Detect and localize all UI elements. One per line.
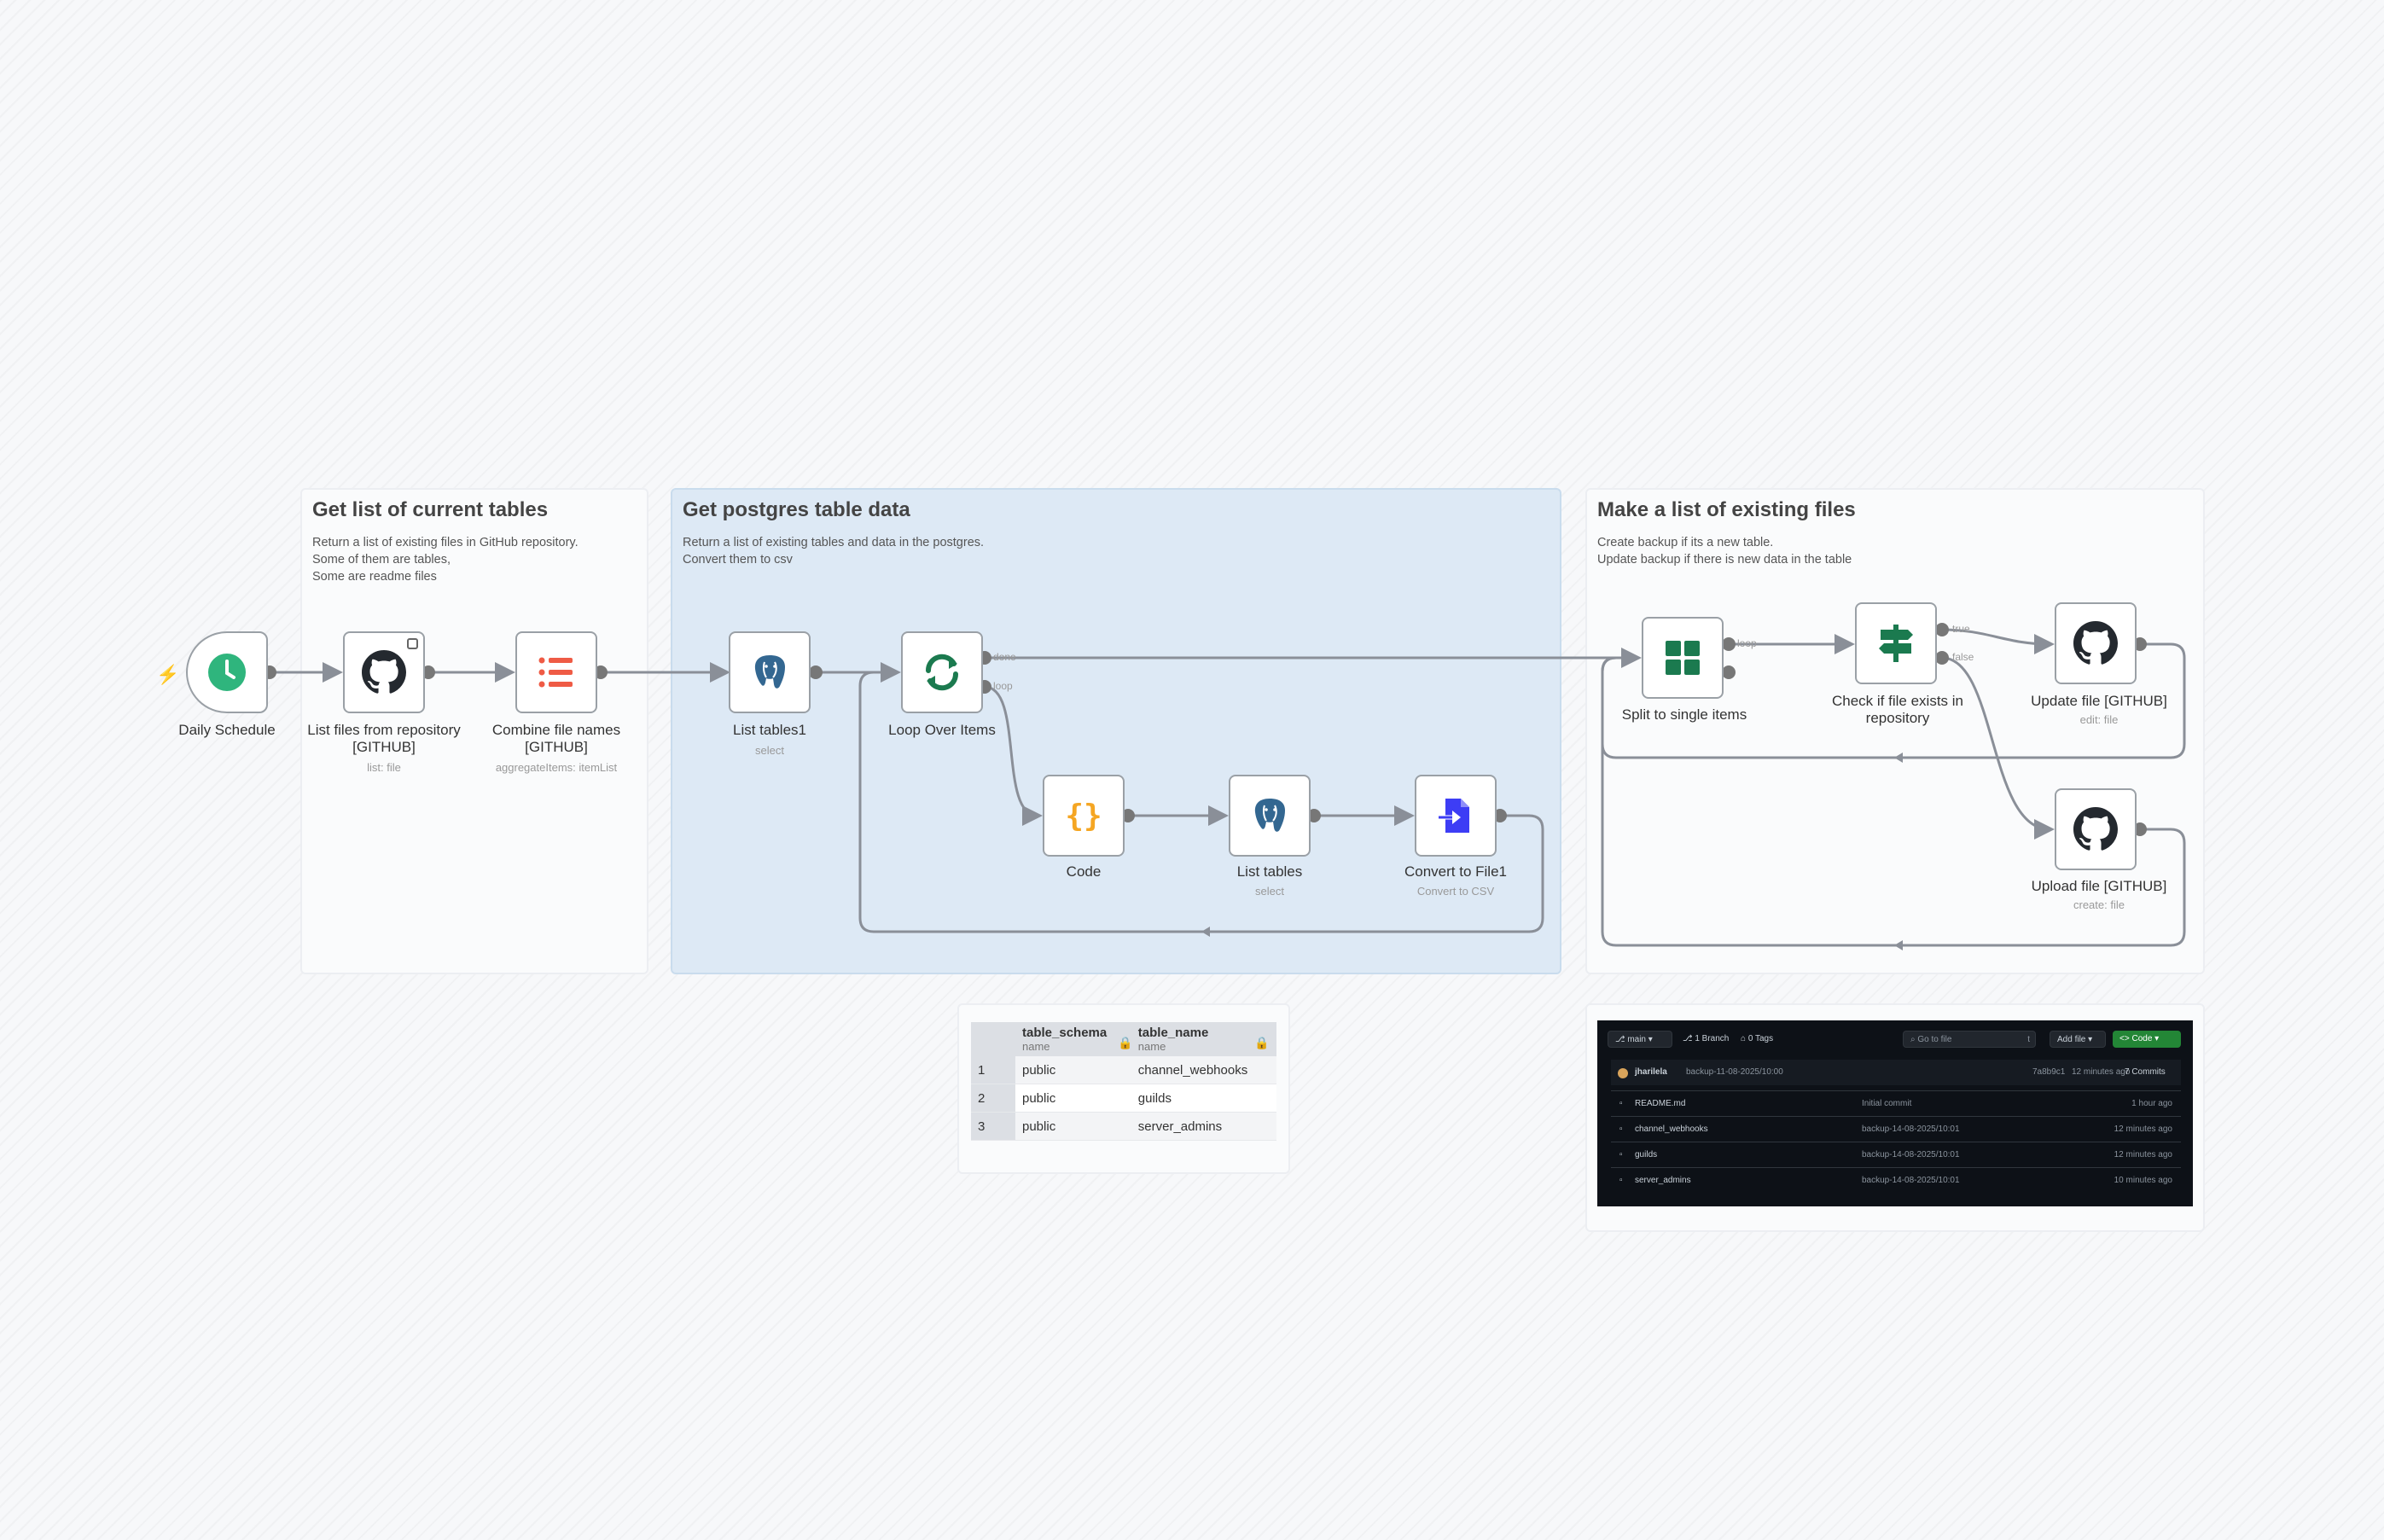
- update-file-node[interactable]: [2055, 602, 2137, 684]
- sticky-text: Return a list of existing files in GitHu…: [312, 536, 579, 584]
- node-label: Combine file names [GITHUB]: [491, 722, 621, 755]
- node-subtitle: create: file: [2073, 898, 2125, 911]
- upload-file-node[interactable]: [2055, 788, 2137, 870]
- loop-icon: [925, 654, 959, 691]
- edge-label-loop-split: loop: [1737, 637, 1757, 649]
- sticky-title: Get list of current tables: [312, 498, 549, 521]
- sticky-title: Make a list of existing files: [1597, 498, 1856, 521]
- combine-file-names-node[interactable]: [515, 631, 597, 713]
- branch-selector: ⎇ main ▾: [1608, 1031, 1672, 1048]
- split-items-node[interactable]: [1642, 617, 1724, 699]
- postgres-icon: [754, 655, 785, 689]
- list-tables-node[interactable]: [1229, 775, 1311, 857]
- node-label: Split to single items: [1621, 706, 1747, 723]
- edge-check-true-update: [1941, 628, 2055, 654]
- clock-icon: [208, 654, 246, 691]
- edge-label-false: false: [1952, 651, 1974, 663]
- github-icon: [2073, 621, 2118, 665]
- node-label: Update file [GITHUB]: [2031, 693, 2167, 709]
- sticky-existing-files[interactable]: Make a list of existing files Create bac…: [1585, 488, 2205, 974]
- lock-icon: 🔒: [1118, 1036, 1133, 1049]
- avatar: [1618, 1068, 1628, 1078]
- node-label: List tables: [1236, 863, 1303, 880]
- node-label: Loop Over Items: [888, 722, 996, 738]
- sticky-text: Return a list of existing tables and dat…: [683, 536, 985, 567]
- edge-loop-code: [984, 685, 1043, 826]
- file-convert-icon: [1439, 799, 1469, 833]
- index-header: [971, 1022, 1015, 1056]
- sticky-text: Create backup if its a new table. Update…: [1597, 536, 1852, 567]
- code-button: <> Code ▾: [2113, 1031, 2181, 1048]
- edge-label-done: done: [993, 651, 1016, 663]
- node-status-icon: [407, 638, 418, 649]
- convert-to-file-node[interactable]: [1415, 775, 1497, 857]
- file-icon: ▫: [1619, 1099, 1623, 1108]
- code-node[interactable]: {}: [1043, 775, 1125, 857]
- svg-text:{}: {}: [1065, 799, 1102, 834]
- file-icon: ▫: [1619, 1124, 1623, 1134]
- node-subtitle: list: file: [367, 761, 401, 774]
- list-icon: [538, 657, 573, 688]
- lock-icon: 🔒: [1254, 1036, 1270, 1049]
- branch-count: ⎇ 1 Branch: [1683, 1034, 1730, 1043]
- file-icon: ▫: [1619, 1150, 1623, 1159]
- sticky-postgres-data[interactable]: Get postgres table data Return a list of…: [671, 488, 1561, 974]
- check-file-exists-node[interactable]: [1855, 602, 1937, 684]
- node-label: List tables1: [733, 722, 806, 738]
- github-repo-screenshot: ⎇ main ▾ ⎇ 1 Branch ⌂ 0 Tags ⌕ Go to fil…: [1597, 1020, 2193, 1206]
- node-label: Check if file exists in repository: [1832, 693, 1963, 726]
- loop-over-items-node[interactable]: [901, 631, 983, 713]
- node-label: Daily Schedule: [178, 722, 276, 738]
- node-subtitle: edit: file: [2079, 713, 2119, 726]
- tag-count: ⌂ 0 Tags: [1741, 1034, 1774, 1043]
- trigger-bolt-icon: ⚡: [156, 664, 180, 685]
- file-row: ▫channel_webhooks backup-14-08-2025/10:0…: [1611, 1116, 2181, 1142]
- edge-label-loop: loop: [993, 680, 1013, 692]
- commit-row: jharilela backup-11-08-2025/10:00 7a8b9c…: [1611, 1060, 2181, 1085]
- node-label: Code: [1066, 863, 1102, 880]
- node-label: Convert to File1: [1404, 863, 1507, 880]
- node-subtitle: Convert to CSV: [1416, 885, 1495, 898]
- github-icon: [2073, 807, 2118, 851]
- sticky-get-tables[interactable]: Get list of current tables Return a list…: [300, 488, 648, 974]
- sticky-title: Get postgres table data: [683, 498, 910, 521]
- code-braces-icon: {}: [1065, 799, 1102, 834]
- node-subtitle: select: [1255, 885, 1284, 898]
- signpost-icon: [1879, 625, 1913, 662]
- daily-schedule-node[interactable]: [186, 631, 268, 713]
- edge-check-false-upload: [1941, 656, 2055, 840]
- list-tables1-node[interactable]: [729, 631, 811, 713]
- node-subtitle: aggregateItems: itemList: [495, 761, 618, 774]
- file-icon: ▫: [1619, 1176, 1623, 1185]
- edge-label-true: true: [1952, 623, 1970, 635]
- list-files-node[interactable]: [343, 631, 425, 713]
- node-subtitle: select: [755, 744, 784, 757]
- grid-icon: [1666, 641, 1700, 675]
- postgres-icon: [1254, 799, 1285, 832]
- github-icon: [362, 650, 406, 694]
- add-file-button: Add file ▾: [2050, 1031, 2106, 1048]
- node-label: List files from repository [GITHUB]: [307, 722, 461, 755]
- edge-upload-loop-back: [1601, 656, 2186, 947]
- node-label: Upload file [GITHUB]: [2031, 878, 2167, 894]
